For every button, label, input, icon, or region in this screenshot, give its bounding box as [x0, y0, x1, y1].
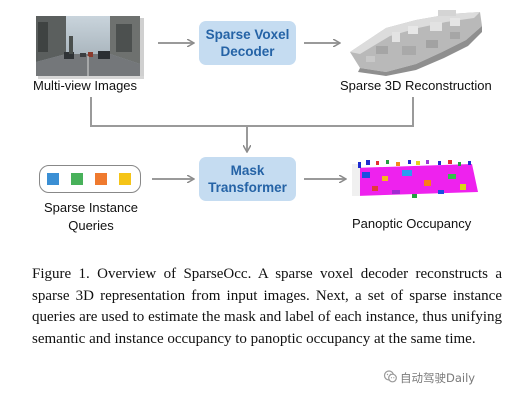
multi-view-stack-edge [140, 18, 144, 78]
sparse-voxel-decoder-box: Sparse Voxel Decoder [199, 21, 296, 65]
watermark-text: 自动驾驶Daily [400, 371, 476, 385]
sparse-3d-reconstruction-image [350, 10, 482, 76]
decoder-label-line2: Decoder [220, 44, 275, 59]
query-yellow [119, 173, 131, 185]
mask-label-line2: Transformer [208, 180, 287, 195]
multi-view-stack-bottom [38, 76, 144, 79]
queries-label-line2: Queries [68, 218, 114, 233]
decoder-label-line1: Sparse Voxel [205, 27, 290, 42]
panoptic-occupancy-label: Panoptic Occupancy [352, 216, 472, 231]
multi-view-images-label: Multi-view Images [33, 78, 138, 93]
multi-view-image [36, 16, 140, 76]
sparse-instance-queries [39, 165, 141, 193]
sparse-instance-queries-label: Sparse Instance Queries [37, 199, 145, 235]
query-green [71, 173, 83, 185]
mask-label-line1: Mask [230, 163, 265, 178]
diagram-connectors [90, 0, 414, 260]
figure-caption: Figure 1. Overview of SparseOcc. A spars… [32, 266, 502, 347]
connector-merge [90, 97, 414, 127]
panoptic-occupancy-image [352, 158, 480, 202]
sparse-3d-reconstruction-label: Sparse 3D Reconstruction [340, 78, 492, 93]
mask-transformer-box: Mask Transformer [199, 157, 296, 201]
query-orange [95, 173, 107, 185]
queries-label-line1: Sparse Instance [44, 200, 138, 215]
query-blue [47, 173, 59, 185]
wechat-icon [383, 370, 397, 383]
